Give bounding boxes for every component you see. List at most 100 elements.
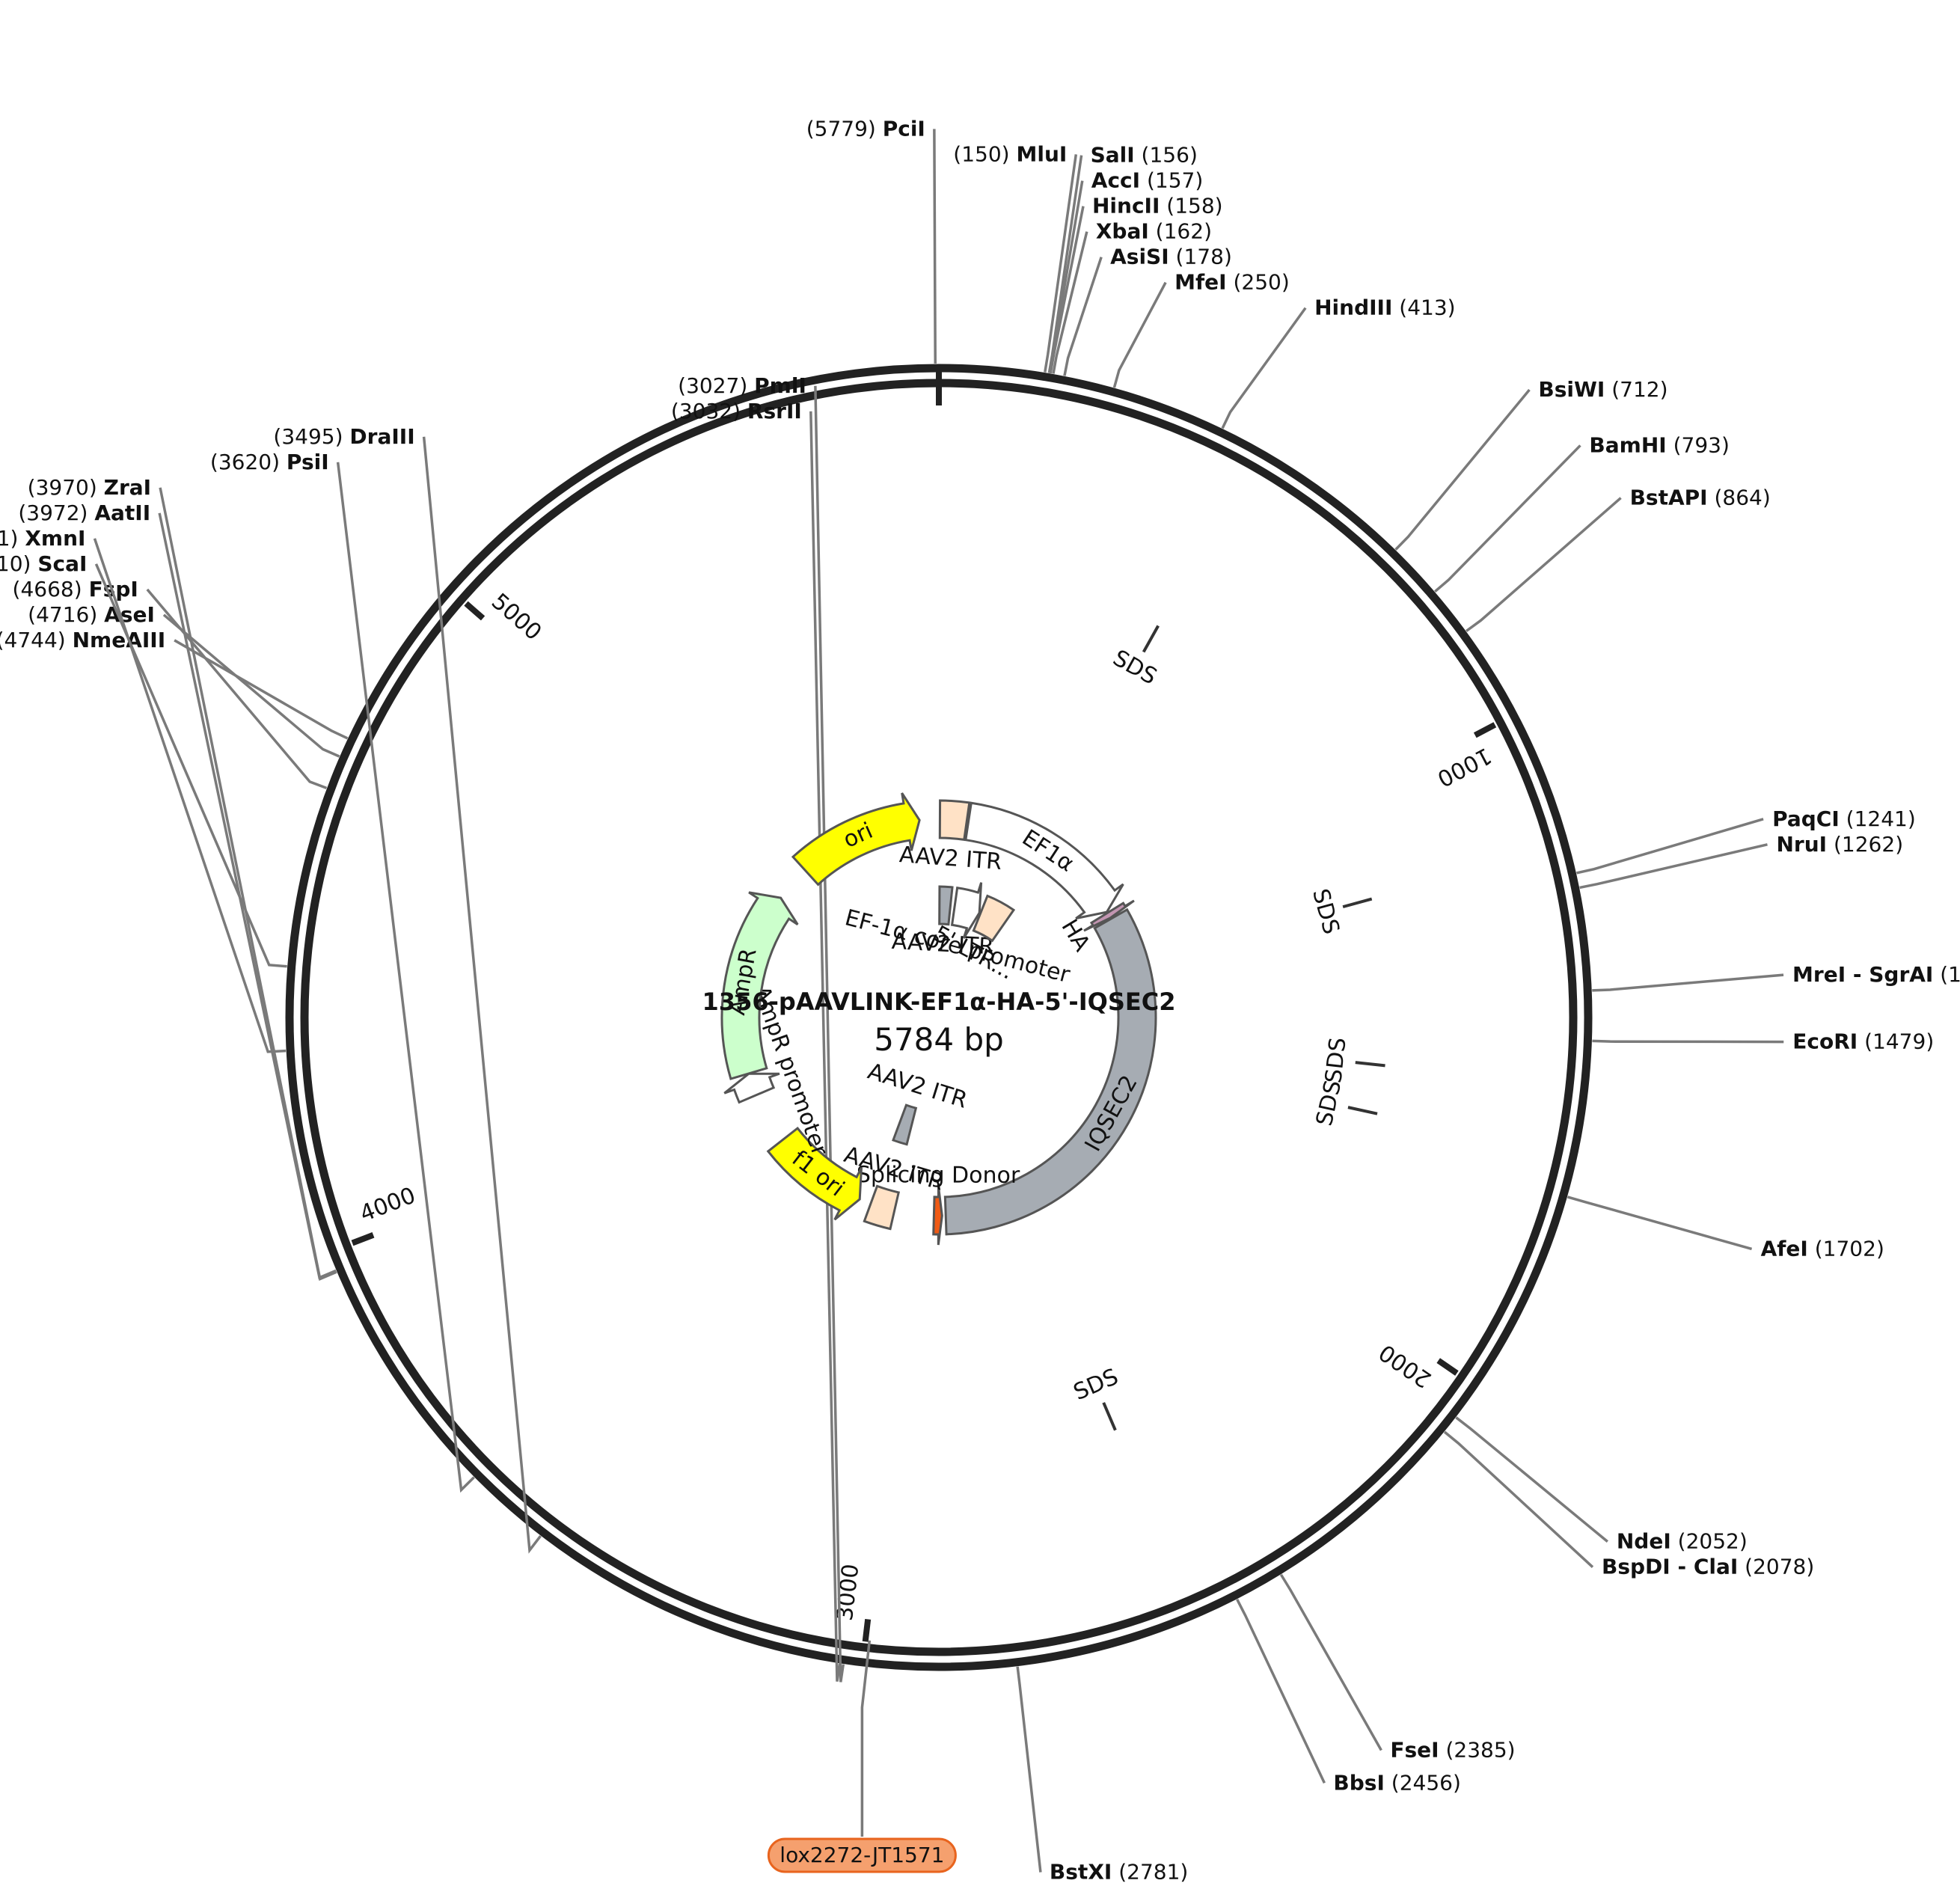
site-pos-open: (: [1439, 1737, 1454, 1762]
site-mfei[interactable]: MfeI (250): [1112, 270, 1290, 388]
plasmid-backbone: [285, 364, 1593, 1671]
site-hindiii[interactable]: HindIII (413): [1221, 296, 1456, 429]
site-name: AatII: [94, 500, 150, 525]
site-label: MreI - SgrAI (1408): [1792, 962, 1960, 987]
feature-ampr[interactable]: AmpR: [720, 891, 799, 1080]
tick-5000: [464, 601, 486, 621]
site-pmli[interactable]: (3027) PmlI: [678, 373, 845, 1683]
site-zrai[interactable]: (3970) ZraI: [28, 475, 337, 1281]
primer-badge[interactable]: [767, 1837, 957, 1873]
sds-label: SDS: [1311, 1078, 1347, 1128]
site-bstapi[interactable]: BstAPI (864): [1466, 486, 1771, 632]
site-position: 4668: [20, 577, 73, 601]
site-nmeaiii[interactable]: (4744) NmeAIII: [0, 628, 349, 740]
site-position: 1262: [1842, 832, 1895, 857]
site-bbsi[interactable]: BbsI (2456): [1236, 1598, 1461, 1796]
site-pos-open: (: [1227, 270, 1242, 295]
site-pos-close: ): [1721, 432, 1730, 457]
site-pos-open: (: [1808, 1236, 1823, 1261]
site-pos-open: (: [678, 373, 686, 398]
site-scai[interactable]: (4410) ScaI: [0, 551, 287, 968]
feature-label: AAV2 ITR: [865, 1059, 970, 1114]
site-pcii[interactable]: (5779) PciI: [806, 116, 937, 364]
site-pos-open: (: [1385, 1770, 1400, 1795]
site-pos-open: (: [273, 424, 281, 449]
site-label: NdeI (2052): [1617, 1529, 1748, 1554]
site-hincii[interactable]: HincII (158): [1049, 194, 1223, 374]
sds-mark: [1342, 897, 1373, 909]
site-pos-close: ): [89, 475, 104, 500]
site-label: MfeI (250): [1175, 270, 1290, 295]
site-pos-open: (: [1112, 1860, 1127, 1885]
site-fspi[interactable]: (4668) FspI: [13, 577, 328, 789]
site-label: PaqCI (1241): [1772, 806, 1916, 831]
site-position: 5779: [815, 116, 868, 141]
site-pos-close: ): [1204, 219, 1212, 244]
site-rsrii[interactable]: (3032) RsrII: [671, 399, 842, 1682]
site-pos-close: ): [1926, 1029, 1934, 1054]
site-name: MreI - SgrAI: [1792, 962, 1933, 987]
site-pos-close: ): [23, 551, 38, 576]
restriction-sites: SalI (156)AccI (157)HincII (158)XbaI (16…: [0, 116, 1960, 1884]
tick-label: 2000: [1374, 1338, 1436, 1392]
sds-label: SDS: [1307, 886, 1344, 937]
feature-splicing-donor[interactable]: Splicing Donor: [857, 1162, 1020, 1246]
feature-ori[interactable]: ori: [791, 792, 921, 887]
sds-label: SDS: [1070, 1364, 1122, 1406]
site-name: PmlI: [754, 373, 806, 398]
site-label: (4744) NmeAIII: [0, 628, 165, 652]
tick-3000: [862, 1618, 872, 1642]
site-paqci[interactable]: PaqCI (1241): [1576, 806, 1916, 875]
site-bstxi[interactable]: BstXI (2781): [1016, 1666, 1188, 1885]
tick-label: 4000: [356, 1183, 419, 1228]
site-position: 864: [1722, 486, 1762, 510]
site-pos-open: (: [1605, 377, 1620, 402]
site-position: 250: [1241, 270, 1281, 295]
site-afei[interactable]: AfeI (1702): [1567, 1196, 1884, 1261]
site-pos-open: (: [18, 500, 26, 525]
site-position: 2078: [1753, 1555, 1806, 1579]
site-position: 793: [1682, 432, 1721, 457]
site-bamhi[interactable]: BamHI (793): [1434, 432, 1730, 593]
site-bsiwi[interactable]: BsiWI (712): [1394, 377, 1668, 551]
site-position: 3032: [679, 399, 732, 423]
site-fsei[interactable]: FseI (2385): [1279, 1573, 1516, 1763]
site-bspdi-clai[interactable]: BspDI - ClaI (2078): [1443, 1430, 1814, 1579]
site-ecori[interactable]: EcoRI (1479): [1592, 1029, 1934, 1054]
site-name: PaqCI: [1772, 806, 1840, 831]
site-ndei[interactable]: NdeI (2052): [1455, 1416, 1748, 1554]
site-pos-open: (: [1392, 296, 1407, 320]
site-name: MfeI: [1175, 270, 1226, 295]
site-label: (150) MluI: [953, 141, 1067, 166]
site-psii[interactable]: (3620) PsiI: [210, 450, 475, 1493]
site-label: (4668) FspI: [13, 577, 138, 601]
feature-aav2-itr-upper[interactable]: AAV2 ITR: [891, 885, 995, 960]
site-pos-close: ): [1180, 1860, 1188, 1885]
site-pos-open: (: [0, 628, 4, 652]
site-position: 3620: [218, 450, 272, 474]
site-label: EcoRI (1479): [1792, 1029, 1934, 1054]
site-asisi[interactable]: AsiSI (178): [1063, 245, 1232, 376]
site-label: BspDI - ClaI (2078): [1602, 1555, 1814, 1579]
site-draiii[interactable]: (3495) DraIII: [273, 424, 542, 1554]
site-xbai[interactable]: XbaI (162): [1052, 219, 1212, 374]
site-label: (3972) AatII: [18, 500, 150, 525]
site-name: BstAPI: [1630, 486, 1708, 510]
site-pos-open: (: [806, 116, 815, 141]
site-label: FseI (2385): [1390, 1737, 1515, 1762]
site-pos-close: ): [868, 116, 883, 141]
site-name: RsrII: [747, 399, 802, 423]
site-label: (4291) XmnI: [0, 526, 85, 551]
site-label: BbsI (2456): [1333, 1770, 1461, 1795]
site-mlui[interactable]: (150) MluI: [953, 141, 1078, 373]
feature-aav2-itr-lower-inner[interactable]: AAV2 ITR: [865, 1059, 970, 1146]
site-xmni[interactable]: (4291) XmnI: [0, 526, 287, 1053]
site-pos-close: ): [732, 399, 747, 423]
site-name: HincII: [1092, 194, 1160, 218]
site-pos-open: (: [1827, 832, 1842, 857]
site-nrui[interactable]: NruI (1262): [1579, 832, 1904, 890]
site-mrei-sgrai[interactable]: MreI - SgrAI (1408): [1592, 962, 1960, 992]
site-asei[interactable]: (4716) AseI: [28, 602, 340, 758]
site-position: 2456: [1400, 1770, 1453, 1795]
plasmid-name: 1356-pAAVLINK-EF1α-HA-5'-IQSEC2: [702, 988, 1176, 1016]
